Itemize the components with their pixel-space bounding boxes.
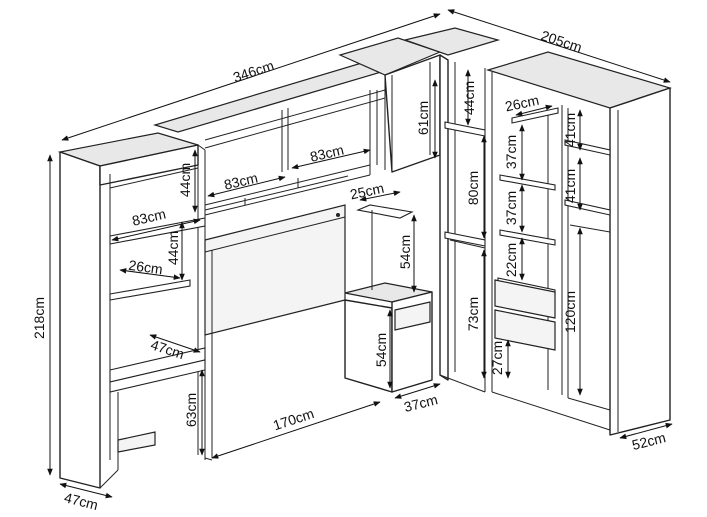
dim-corner-shelf-width: 26cm	[504, 92, 541, 115]
dim-base-depth-right: 52cm	[630, 429, 667, 453]
dim-nightstand-upper-height: 54cm	[397, 235, 413, 269]
dim-left-top-shelf-height: 44cm	[177, 163, 193, 197]
dim-left-small-shelf-width: 26cm	[128, 257, 164, 278]
dim-left-top-shelf-width: 83cm	[130, 205, 167, 228]
dim-nightstand-lower-height: 54cm	[373, 333, 389, 367]
furniture-drawing	[57, 27, 673, 489]
dim-desk-height: 63cm	[183, 393, 199, 427]
dim-tall-lower-height: 73cm	[465, 297, 481, 331]
dim-right-upper-h1: 41cm	[562, 113, 578, 147]
dim-niche-right-width: 37cm	[402, 391, 439, 415]
dim-bridge-shelf-width-2: 83cm	[308, 141, 345, 164]
top-box-unit	[384, 54, 441, 173]
dim-overall-width-right: 205cm	[539, 27, 584, 55]
right-corner-cabinet	[485, 51, 673, 436]
dim-corner-shelf-h1: 37cm	[503, 135, 519, 169]
dim-overall-width-left: 346cm	[231, 57, 276, 85]
dim-headboard-width: 170cm	[271, 405, 316, 433]
dim-top-box-height: 61cm	[415, 101, 431, 135]
dim-total-height: 218cm	[31, 297, 47, 339]
dim-corner-shelf-h2: 37cm	[503, 191, 519, 225]
dim-left-shelf-height-2: 44cm	[165, 231, 181, 265]
dim-tall-mid-height: 80cm	[465, 171, 481, 205]
dim-tall-upper-height: 44cm	[461, 81, 477, 115]
dim-right-hanging-h: 120cm	[562, 291, 578, 333]
dim-bridge-shelf-width-1: 83cm	[222, 169, 259, 192]
dim-right-upper-h2: 41cm	[562, 169, 578, 203]
dimension-lines	[47, 9, 673, 499]
dim-nightstand-top-width: 25cm	[349, 180, 386, 203]
dim-corner-shelf-h3: 22cm	[503, 243, 519, 277]
dim-corner-drawer-h: 27cm	[489, 341, 505, 375]
